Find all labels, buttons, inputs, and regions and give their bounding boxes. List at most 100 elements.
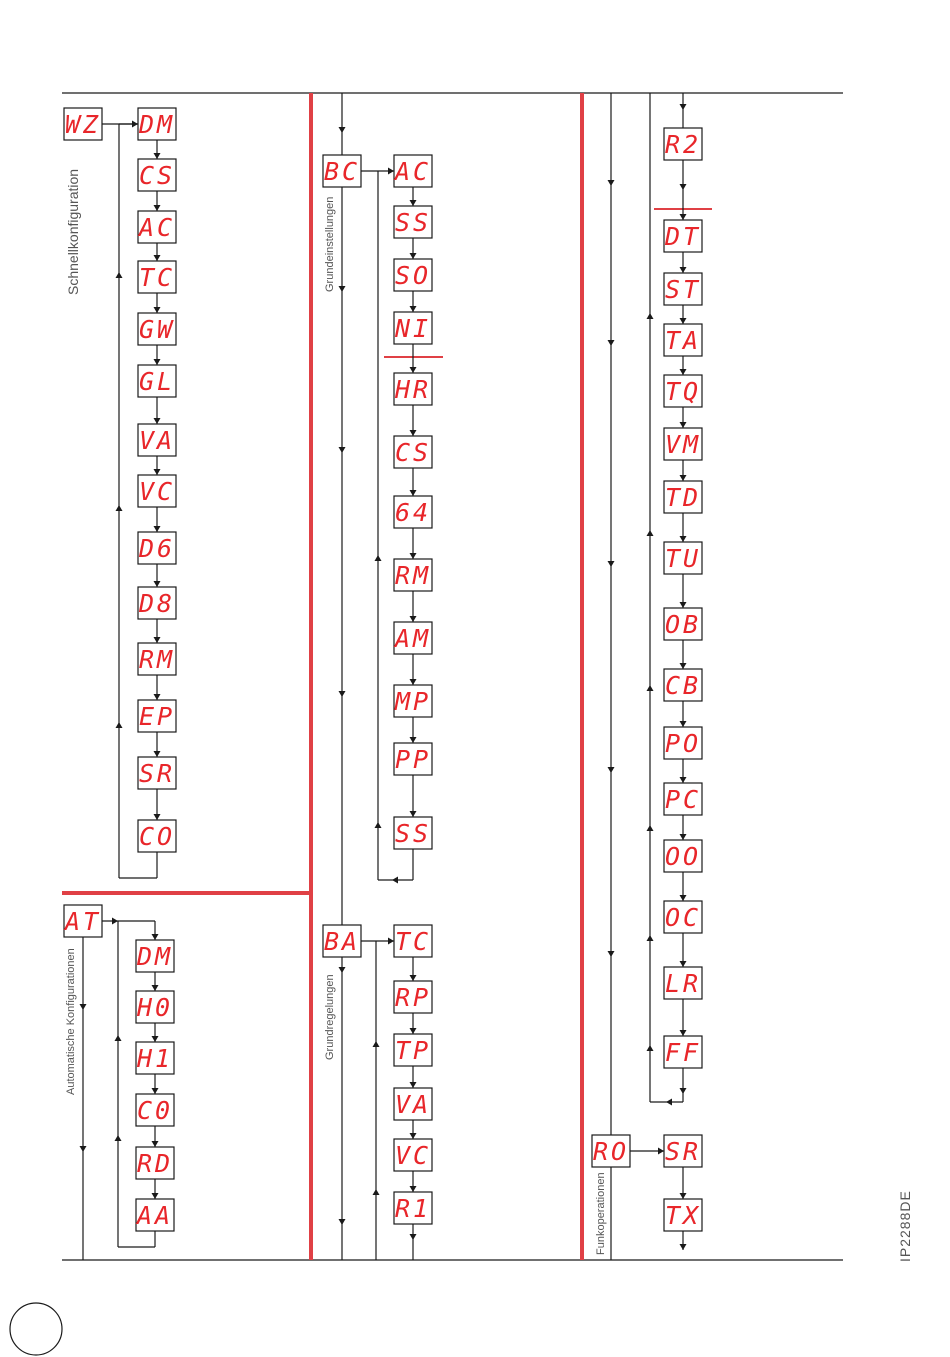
arrow-right xyxy=(388,168,394,175)
schnell-item-0[interactable]: DM xyxy=(138,108,176,140)
parameter-code: MP xyxy=(394,687,431,716)
label-grundregelungen: Grundregelungen xyxy=(324,974,336,1060)
schnell-item-4[interactable]: GW xyxy=(138,313,176,345)
grundreg-item-5[interactable]: R1 xyxy=(394,1192,432,1224)
grundein-item-8[interactable]: AM xyxy=(393,622,432,654)
schnell-item-9[interactable]: D8 xyxy=(138,587,176,619)
auto-item-3[interactable]: C0 xyxy=(136,1094,174,1126)
schnell-item-10[interactable]: RM xyxy=(138,643,176,675)
head-box-ro[interactable]: RO xyxy=(592,1135,630,1167)
schnell-item-11[interactable]: EP xyxy=(138,700,176,732)
grundein-item-10[interactable]: PP xyxy=(394,743,432,775)
head-box-bc[interactable]: BC xyxy=(323,155,361,187)
right-item-13[interactable]: OC xyxy=(664,901,702,933)
arrow-down xyxy=(680,318,687,324)
arrow-up xyxy=(116,505,123,511)
arrow-down xyxy=(410,490,417,496)
parameter-code: VC xyxy=(139,477,175,506)
grundreg-item-4[interactable]: VC xyxy=(394,1139,432,1171)
grundein-item-0[interactable]: AC xyxy=(393,155,432,187)
auto-item-0[interactable]: DM xyxy=(136,940,174,972)
parameter-code: C0 xyxy=(137,1096,173,1125)
schnell-item-6[interactable]: VA xyxy=(138,424,176,456)
parameter-code: PP xyxy=(395,745,431,774)
arrow-down xyxy=(154,814,161,820)
schnell-item-3[interactable]: TC xyxy=(138,261,176,293)
right-item-2[interactable]: ST xyxy=(664,273,702,305)
funk-item-1[interactable]: TX xyxy=(664,1199,702,1231)
arrow-down xyxy=(154,526,161,532)
arrow-up xyxy=(647,935,654,941)
parameter-code: AT xyxy=(63,907,101,936)
grundein-item-4[interactable]: HR xyxy=(394,373,432,405)
arrow-down xyxy=(154,359,161,365)
auto-item-1[interactable]: H0 xyxy=(136,991,174,1023)
schnell-item-12[interactable]: SR xyxy=(138,757,176,789)
arrow-down xyxy=(410,1234,417,1240)
auto-item-5[interactable]: AA xyxy=(135,1199,174,1231)
arrow-left xyxy=(392,877,398,884)
right-item-6[interactable]: TD xyxy=(664,481,702,513)
right-item-11[interactable]: PC xyxy=(664,783,702,815)
right-item-14[interactable]: LR xyxy=(664,967,702,999)
diagram-content: WZDMCSACTCGWGLVAVCD6D8RMEPSRCOATDMH0H1C0… xyxy=(63,93,702,1260)
right-item-9[interactable]: CB xyxy=(664,669,702,701)
right-item-15[interactable]: FF xyxy=(664,1036,702,1068)
grundein-item-9[interactable]: MP xyxy=(394,685,432,717)
grundein-item-11[interactable]: SS xyxy=(394,817,432,849)
grundreg-item-2[interactable]: TP xyxy=(394,1034,432,1066)
head-box-at[interactable]: AT xyxy=(63,905,102,937)
grundreg-item-1[interactable]: RP xyxy=(394,981,432,1013)
parameter-code: RP xyxy=(395,983,431,1012)
grundein-item-7[interactable]: RM xyxy=(394,559,432,591)
right-item-10[interactable]: PO xyxy=(664,727,702,759)
schnell-item-8[interactable]: D6 xyxy=(138,532,176,564)
head-box-ba[interactable]: BA xyxy=(323,925,361,957)
grundein-item-3[interactable]: NI xyxy=(394,312,432,344)
right-item-8[interactable]: OB xyxy=(664,608,702,640)
arrow-up xyxy=(373,1041,380,1047)
parameter-code: HR xyxy=(394,375,431,404)
grundreg-item-3[interactable]: VA xyxy=(394,1088,432,1120)
parameter-code: OO xyxy=(665,842,701,871)
parameter-code: GW xyxy=(139,315,175,344)
arrow-up xyxy=(115,1035,122,1041)
arrow-down xyxy=(339,286,346,292)
right-item-3[interactable]: TA xyxy=(664,324,702,356)
grundreg-item-0[interactable]: TC xyxy=(394,925,432,957)
right-item-5[interactable]: VM xyxy=(664,428,702,460)
grundein-item-2[interactable]: SO xyxy=(394,259,432,291)
schnell-item-13[interactable]: CO xyxy=(138,820,176,852)
grundein-item-1[interactable]: SS xyxy=(394,206,432,238)
schnell-item-5[interactable]: GL xyxy=(138,365,176,397)
parameter-code: BC xyxy=(324,157,360,186)
right-item-0[interactable]: R2 xyxy=(664,128,702,160)
arrow-up xyxy=(647,1045,654,1051)
right-item-7[interactable]: TU xyxy=(664,542,702,574)
schnell-item-1[interactable]: CS xyxy=(138,159,176,191)
head-box-wz[interactable]: WZ xyxy=(64,108,102,140)
auto-item-4[interactable]: RD xyxy=(136,1147,174,1179)
parameter-code: PC xyxy=(665,785,701,814)
parameter-code: 64 xyxy=(395,498,431,527)
right-item-12[interactable]: OO xyxy=(664,840,702,872)
grundein-item-5[interactable]: CS xyxy=(394,436,432,468)
arrow-down xyxy=(680,184,687,190)
auto-item-2[interactable]: H1 xyxy=(136,1042,174,1074)
arrow-down xyxy=(410,811,417,817)
arrow-down xyxy=(410,1082,417,1088)
schnell-item-2[interactable]: AC xyxy=(137,211,176,243)
arrow-down xyxy=(680,602,687,608)
document-reference: IP2288DE xyxy=(897,1190,913,1262)
parameter-code: D8 xyxy=(138,589,175,618)
arrow-down xyxy=(154,694,161,700)
schnell-item-7[interactable]: VC xyxy=(138,475,176,507)
parameter-code: D6 xyxy=(138,534,175,563)
right-item-1[interactable]: DT xyxy=(664,220,702,252)
right-item-4[interactable]: TQ xyxy=(664,375,702,407)
arrow-down xyxy=(152,934,159,940)
funk-item-0[interactable]: SR xyxy=(664,1135,702,1167)
parameter-code: WZ xyxy=(65,110,101,139)
grundein-item-6[interactable]: 64 xyxy=(394,496,432,528)
